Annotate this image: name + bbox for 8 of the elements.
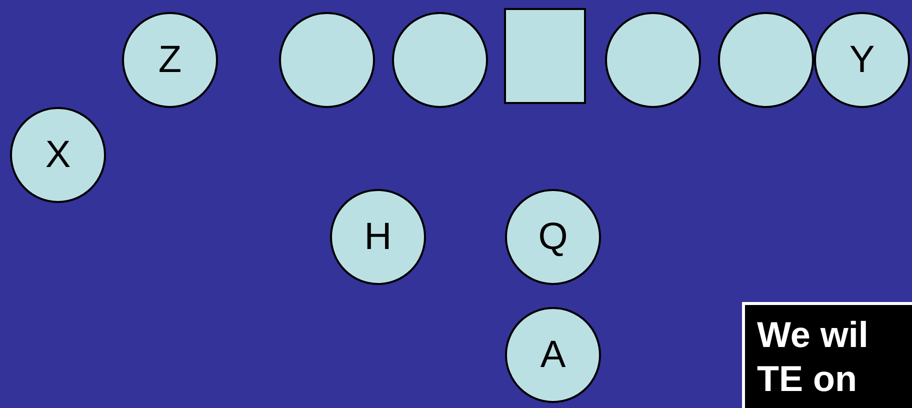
- player-letter: X: [45, 134, 71, 176]
- player-letter: A: [540, 334, 566, 376]
- center-square: [504, 8, 586, 104]
- player-letter: H: [364, 216, 392, 258]
- player-letter: Q: [538, 216, 568, 258]
- player-letter: Y: [849, 38, 875, 82]
- player-letter: Z: [158, 38, 182, 82]
- note-text: We wil TE on: [742, 302, 912, 408]
